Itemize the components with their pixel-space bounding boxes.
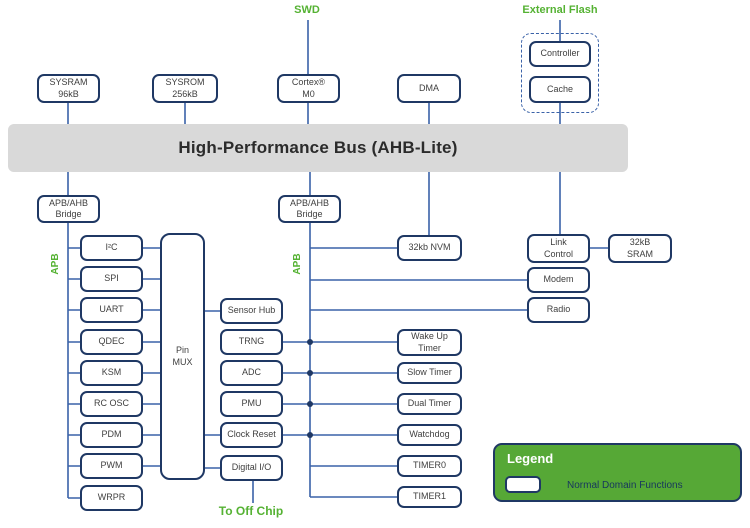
block-uart: UART (80, 297, 143, 323)
block-sensor-hub: Sensor Hub (220, 298, 283, 324)
block-qdec: QDEC (80, 329, 143, 355)
block-sysram: SYSRAM 96kB (37, 74, 100, 103)
block-pwm: PWM (80, 453, 143, 479)
mid-apb-connectors (205, 223, 608, 503)
block-pdm: PDM (80, 422, 143, 448)
legend-box: Legend Normal Domain Functions (493, 443, 742, 502)
block-dual-timer: Dual Timer (397, 393, 462, 415)
block-flash-cache: Cache (529, 76, 591, 103)
left-apb-connectors (67, 223, 160, 499)
block-i2c: I²C (80, 235, 143, 261)
block-sram: 32kB SRAM (608, 234, 672, 263)
label-swd: SWD (294, 4, 320, 16)
block-rc-osc: RC OSC (80, 391, 143, 417)
block-adc: ADC (220, 360, 283, 386)
bus-top-connectors (67, 20, 561, 235)
label-apb-mid: APB (292, 253, 303, 275)
block-nvm: 32kb NVM (397, 235, 462, 261)
block-ksm: KSM (80, 360, 143, 386)
block-sysrom: SYSROM 256kB (152, 74, 218, 103)
block-watchdog: Watchdog (397, 424, 462, 446)
block-wrpr: WRPR (80, 485, 143, 511)
block-dma: DMA (397, 74, 461, 103)
label-apb-left: APB (50, 253, 61, 275)
block-pin-mux: Pin MUX (160, 233, 205, 480)
block-spi: SPI (80, 266, 143, 292)
block-radio: Radio (527, 297, 590, 323)
block-cortex-m0: Cortex® M0 (277, 74, 340, 103)
legend-title: Legend (507, 451, 554, 466)
block-link-control: Link Control (527, 234, 590, 263)
block-timer1: TIMER1 (397, 486, 462, 508)
block-slow-timer: Slow Timer (397, 362, 462, 384)
legend-sample-box (505, 476, 541, 493)
block-clock-reset: Clock Reset (220, 422, 283, 448)
block-flash-controller: Controller (529, 41, 591, 67)
block-apb-ahb-bridge-mid: APB/AHB Bridge (278, 195, 341, 223)
ahb-bus-bar: High-Performance Bus (AHB-Lite) (8, 124, 628, 172)
block-modem: Modem (527, 267, 590, 293)
junction-dots (307, 339, 313, 438)
label-external-flash: External Flash (522, 4, 598, 16)
block-digital-io: Digital I/O (220, 455, 283, 481)
legend-item-label: Normal Domain Functions (567, 480, 683, 491)
block-pmu: PMU (220, 391, 283, 417)
block-apb-ahb-bridge-left: APB/AHB Bridge (37, 195, 100, 223)
label-to-off-chip: To Off Chip (218, 504, 284, 518)
external-flash-group (521, 33, 599, 113)
block-timer0: TIMER0 (397, 455, 462, 477)
block-trng: TRNG (220, 329, 283, 355)
block-wake-up-timer: Wake Up Timer (397, 329, 462, 356)
